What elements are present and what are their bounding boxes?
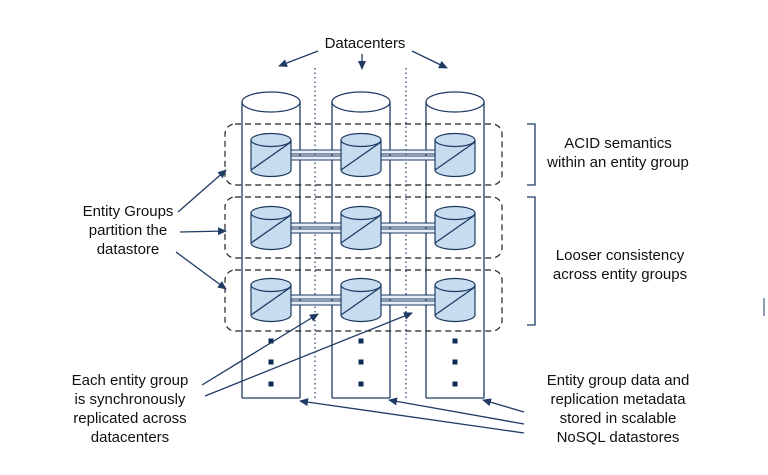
datacenters-title: Datacenters xyxy=(325,35,406,52)
replicated-pointer-lines xyxy=(201,312,413,397)
dot xyxy=(358,381,364,387)
right-brackets xyxy=(527,123,536,326)
arrow xyxy=(179,227,227,236)
disk-icon xyxy=(434,132,476,178)
replication-bar xyxy=(290,222,342,234)
label-line: datastore xyxy=(97,241,160,258)
entity-group-box xyxy=(224,123,503,186)
datacenter-separators xyxy=(314,68,407,398)
pointer-line xyxy=(388,397,525,425)
dot xyxy=(452,359,458,365)
label-line: datacenters xyxy=(91,429,169,446)
looser-label: Looser consistency across entity groups xyxy=(553,247,687,283)
pointer-line xyxy=(201,313,319,386)
datacenter-arrows xyxy=(278,50,448,70)
replication-bars xyxy=(290,149,436,306)
disk-icon xyxy=(250,205,292,251)
dot xyxy=(268,359,274,365)
label-line: Each entity group xyxy=(72,372,189,389)
label-line: replication metadata xyxy=(550,391,686,408)
replicated-label: Each entity group is synchronously repli… xyxy=(72,372,189,446)
disk-icon xyxy=(340,277,382,323)
disk-icon xyxy=(250,132,292,178)
disk-icon xyxy=(434,205,476,251)
disk-icon xyxy=(340,205,382,251)
entity-groups-label: Entity Groups partition the datastore xyxy=(83,203,174,258)
more-groups-dots xyxy=(268,338,458,387)
pointer-line xyxy=(482,398,525,413)
dot xyxy=(452,381,458,387)
disk-icon xyxy=(340,132,382,178)
label-line: is synchronously xyxy=(75,391,186,408)
dot xyxy=(358,338,364,344)
label-line: replicated across xyxy=(73,410,186,427)
acid-label: ACID semantics within an entity group xyxy=(546,135,689,171)
replication-bar xyxy=(290,294,342,306)
dot xyxy=(452,338,458,344)
nosql-pointer-lines xyxy=(299,397,525,434)
disk-icon xyxy=(434,277,476,323)
disk-icon xyxy=(250,277,292,323)
label-line: Entity Groups xyxy=(83,203,174,220)
replication-bar xyxy=(380,149,436,161)
arrow xyxy=(278,50,319,67)
label-line: NoSQL datastores xyxy=(557,429,680,446)
label-line: stored in scalable xyxy=(560,410,677,427)
pointer-line xyxy=(204,312,413,397)
entity-group-box xyxy=(224,269,503,332)
replica-disks xyxy=(250,132,476,323)
arrow xyxy=(411,50,448,69)
looser-bracket xyxy=(527,196,536,326)
label-line: across entity groups xyxy=(553,266,687,283)
replication-bar xyxy=(380,294,436,306)
label-line: ACID semantics xyxy=(564,135,672,152)
dot xyxy=(268,381,274,387)
label-line: Looser consistency xyxy=(556,247,685,264)
dot xyxy=(268,338,274,344)
dot xyxy=(358,359,364,365)
acid-bracket xyxy=(527,123,536,186)
arrow xyxy=(177,169,227,213)
arrow xyxy=(175,251,227,290)
pointer-line xyxy=(299,398,525,434)
replication-bar xyxy=(380,222,436,234)
label-line: within an entity group xyxy=(546,154,689,171)
nosql-label: Entity group data and replication metada… xyxy=(547,372,690,446)
replication-bar xyxy=(290,149,342,161)
label-line: Entity group data and xyxy=(547,372,690,389)
label-line: partition the xyxy=(89,222,167,239)
entity-groups-arrows xyxy=(175,169,227,290)
